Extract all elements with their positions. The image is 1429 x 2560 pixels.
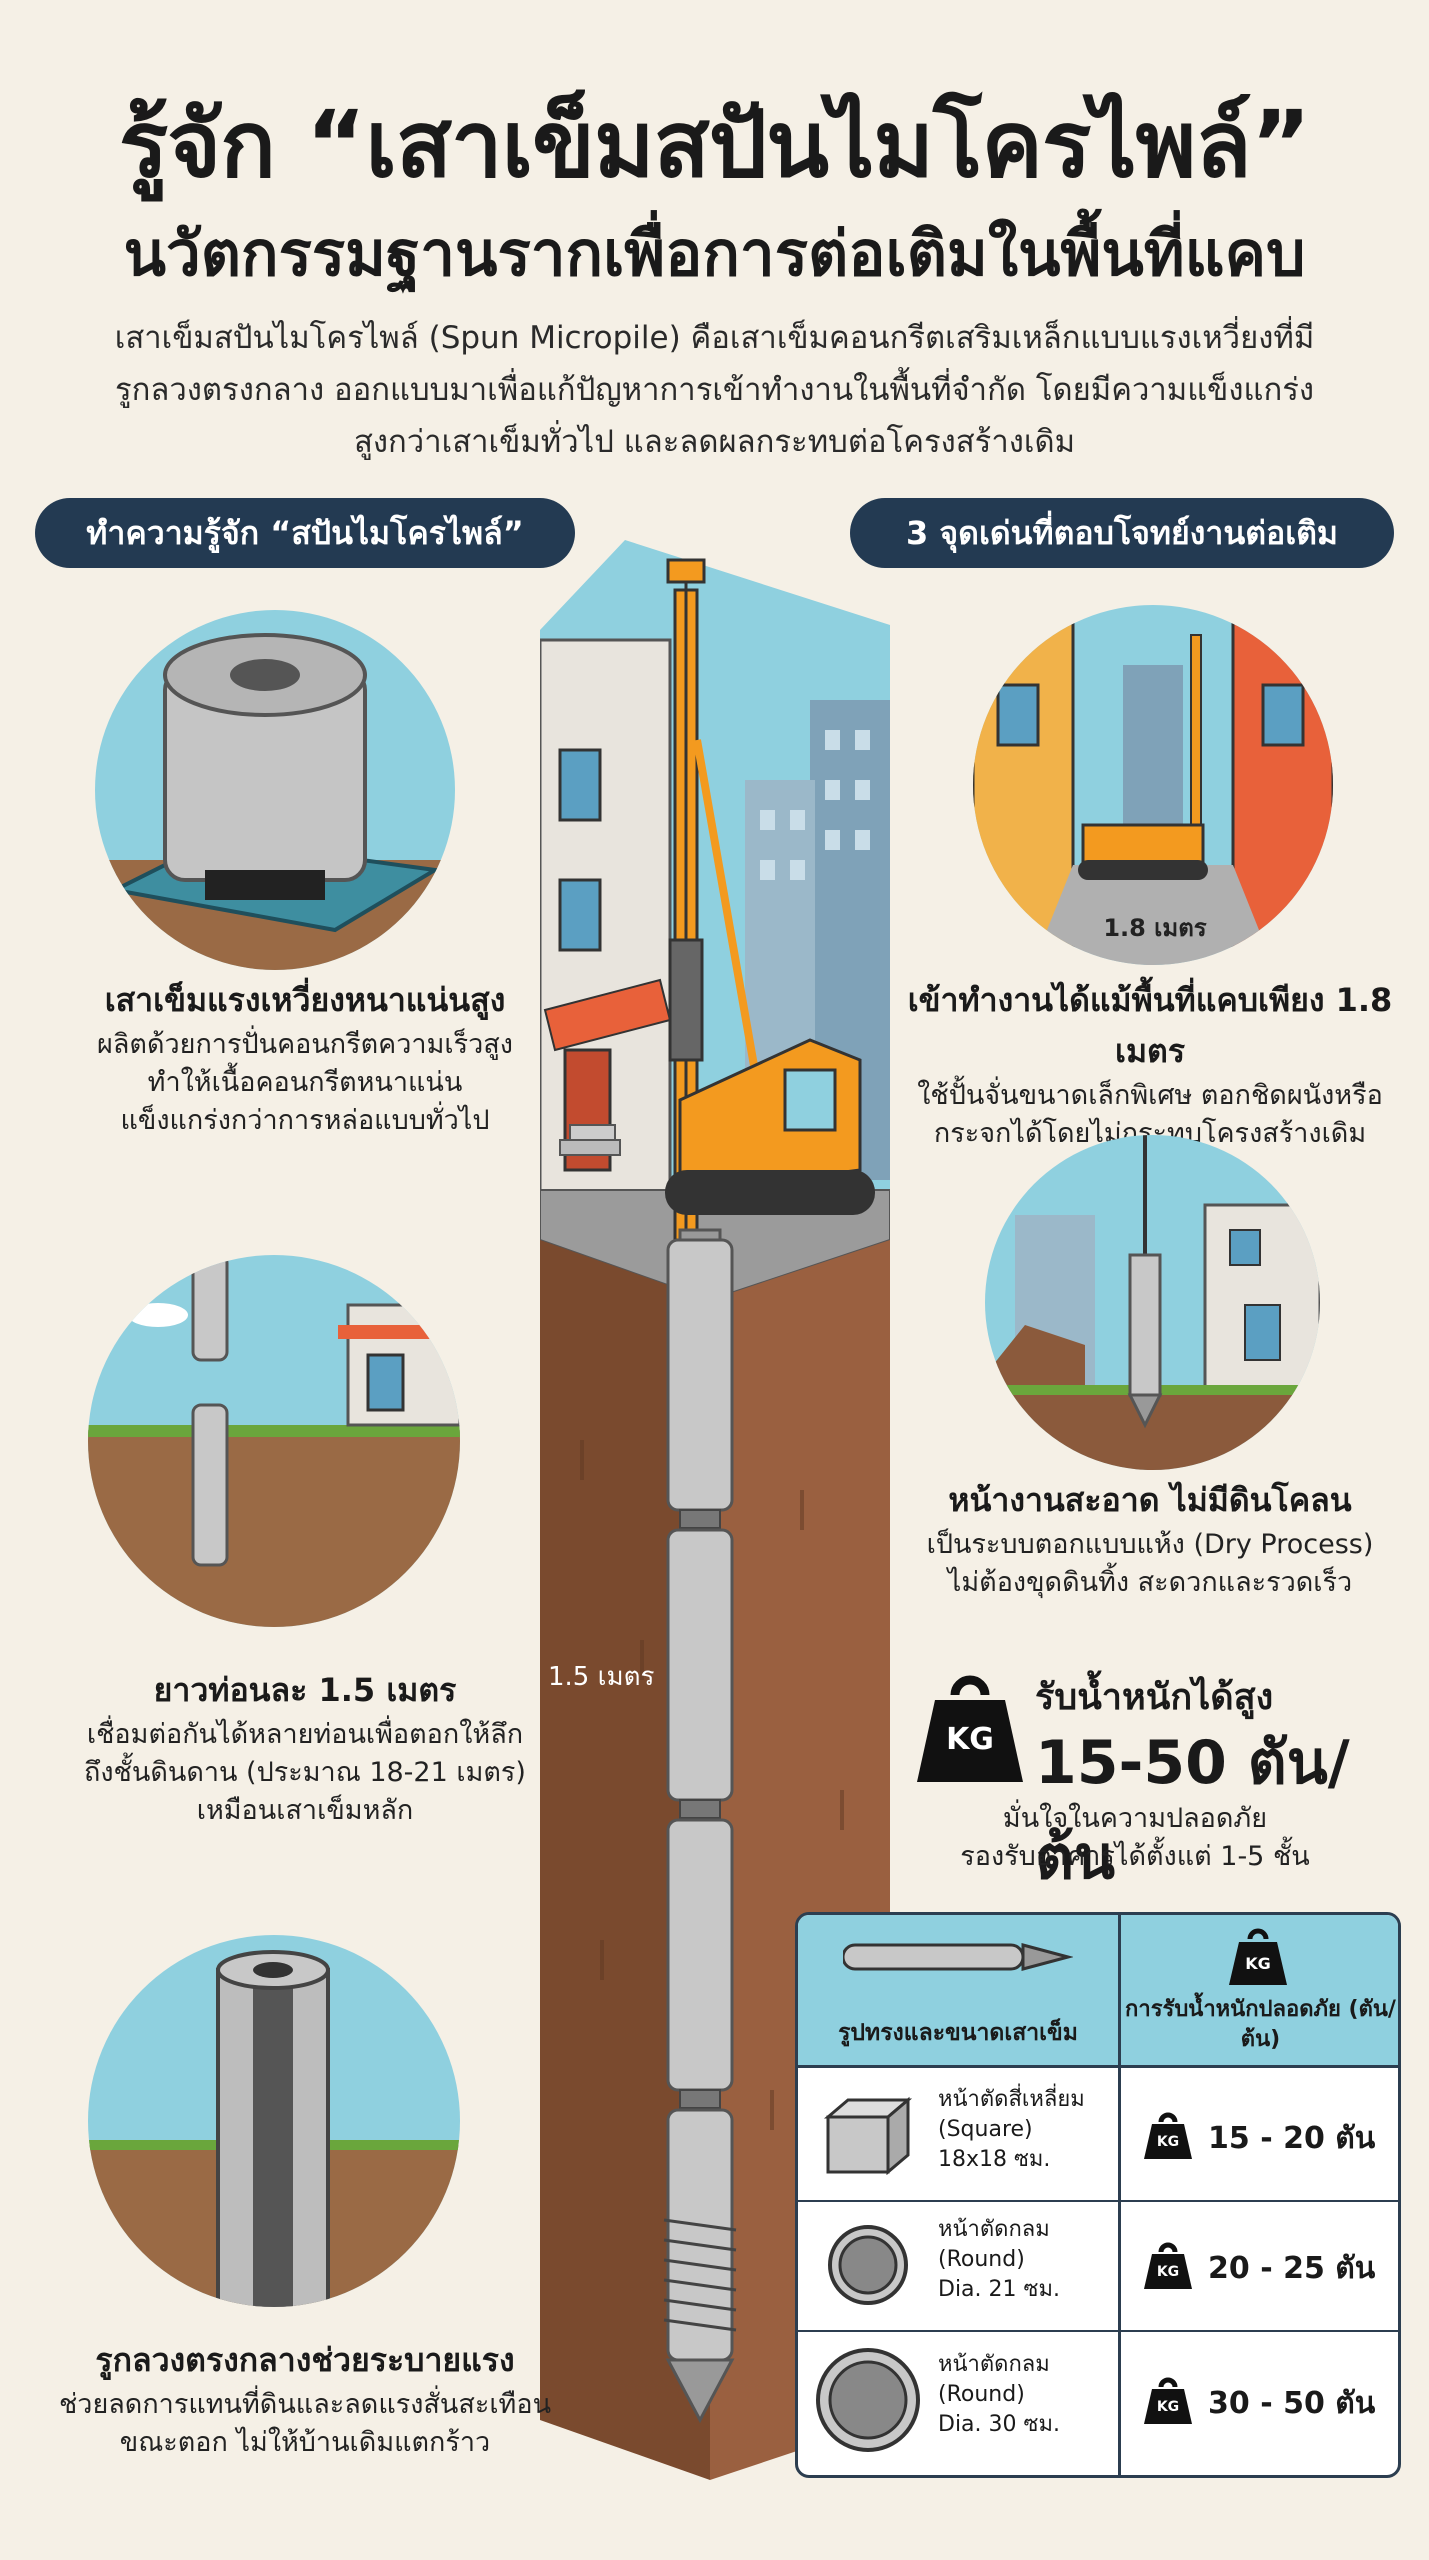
round-section-icon bbox=[816, 2348, 920, 2452]
pile-icon bbox=[843, 1943, 1073, 1971]
weight-icon: KG bbox=[1228, 1925, 1288, 1987]
feature-desc: ช่วยลดการแทนที่ดินและลดแรงสั่นสะเทือน bbox=[58, 2389, 552, 2420]
row-shape-size: Dia. 30 ซม. bbox=[938, 2412, 1060, 2437]
feature-desc: ขณะตอก ไม่ให้บ้านเดิมแตกร้าว bbox=[119, 2427, 491, 2458]
feature-desc: ไม่ต้องขุดดินทิ้ง สะดวกและรวดเร็ว bbox=[947, 1567, 1353, 1598]
segment-length-image bbox=[88, 1255, 460, 1627]
intro-line: เสาเข็มสปันไมโครไพล์ (Spun Micropile) คื… bbox=[114, 320, 1315, 356]
table-row: หน้าตัดสี่เหลี่ยม (Square) 18x18 ซม. bbox=[938, 2085, 1085, 2175]
feature-desc: รองรับอาคารได้ตั้งแต่ 1-5 ชั้น bbox=[960, 1841, 1310, 1872]
intro-paragraph: เสาเข็มสปันไมโครไพล์ (Spun Micropile) คื… bbox=[110, 312, 1319, 468]
row-shape-name: หน้าตัดสี่เหลี่ยม bbox=[938, 2087, 1085, 2112]
feature-segment-length: ยาวท่อนละ 1.5 เมตร เชื่อมต่อกันได้หลายท่… bbox=[35, 1665, 575, 1830]
feature-desc: ถึงชั้นดินดาน (ประมาณ 18-21 เมตร) bbox=[84, 1757, 526, 1788]
weight-icon-label: KG bbox=[946, 1722, 994, 1757]
center-illustration bbox=[540, 540, 890, 2480]
feature-desc: ใช้ปั้นจั่นขนาดเล็กพิเศษ ตอกชิดผนังหรือ bbox=[917, 1080, 1383, 1111]
spec-table: รูปทรงและขนาดเสาเข็ม KG การรับน้ำหนักปลอ… bbox=[795, 1912, 1401, 2478]
row-shape-name: หน้าตัดกลม bbox=[938, 2217, 1050, 2242]
weight-icon-label: KG bbox=[1156, 2264, 1180, 2280]
table-header bbox=[798, 1915, 1398, 2065]
feature-narrow-space: เข้าทำงานได้แม้พื้นที่แคบเพียง 1.8 เมตร … bbox=[870, 975, 1429, 1153]
feature-desc: แข็งแกร่งกว่าการหล่อแบบทั่วไป bbox=[120, 1105, 490, 1136]
high-load-value: 15-50 ตัน/ต้น bbox=[1035, 1728, 1350, 1893]
depth-label: 1.5 เมตร bbox=[548, 1662, 655, 1692]
narrow-space-image bbox=[973, 605, 1333, 965]
weight-icon: KG bbox=[1143, 2110, 1193, 2160]
feature-hollow-core: รูกลวงตรงกลางช่วยระบายแรง ช่วยลดการแทนที… bbox=[25, 2335, 585, 2462]
row-shape-name: หน้าตัดกลม bbox=[938, 2352, 1050, 2377]
round-section-icon bbox=[828, 2225, 908, 2305]
feature-title: ยาวท่อนละ 1.5 เมตร bbox=[153, 1671, 457, 1709]
row-load: 20 - 25 ตัน bbox=[1208, 2251, 1376, 2286]
weight-icon: KG bbox=[915, 1670, 1025, 1785]
table-header-shape: รูปทรงและขนาดเสาเข็ม bbox=[838, 2020, 1078, 2046]
pile-segments bbox=[665, 1238, 735, 2424]
feature-high-load: มั่นใจในความปลอดภัย รองรับอาคารได้ตั้งแต… bbox=[900, 1800, 1370, 1876]
feature-desc: ผลิตด้วยการปั่นคอนกรีตความเร็วสูง bbox=[97, 1029, 513, 1060]
feature-desc: เป็นระบบตอกแบบแห้ง (Dry Process) bbox=[926, 1529, 1374, 1560]
left-section-header: ทำความรู้จัก “สปันไมโครไพล์” bbox=[35, 498, 575, 568]
weight-icon-label: KG bbox=[1156, 2134, 1180, 2150]
table-header-load: การรับน้ำหนักปลอดภัย (ตัน/ต้น) bbox=[1125, 1997, 1396, 2052]
feature-clean-site: หน้างานสะอาด ไม่มีดินโคลน เป็นระบบตอกแบบ… bbox=[870, 1475, 1429, 1602]
narrow-width-label: 1.8 เมตร bbox=[1103, 914, 1207, 942]
feature-title: หน้างานสะอาด ไม่มีดินโคลน bbox=[948, 1481, 1352, 1519]
feature-desc: เหมือนเสาเข็มหลัก bbox=[196, 1795, 414, 1826]
feature-desc: มั่นใจในความปลอดภัย bbox=[1002, 1803, 1268, 1834]
row-load: 15 - 20 ตัน bbox=[1208, 2121, 1376, 2156]
high-load-title: รับน้ำหนักได้สูง bbox=[1035, 1677, 1274, 1718]
dense-pile-image bbox=[95, 610, 455, 970]
row-shape-size: 18x18 ซม. bbox=[938, 2147, 1051, 2172]
weight-icon-label: KG bbox=[1156, 2399, 1180, 2415]
feature-title: รูกลวงตรงกลางช่วยระบายแรง bbox=[95, 2341, 515, 2379]
hammer bbox=[668, 938, 704, 1062]
row-shape-size: Dia. 21 ซม. bbox=[938, 2277, 1060, 2302]
table-row: หน้าตัดกลม (Round) Dia. 21 ซม. bbox=[938, 2215, 1060, 2305]
clean-site-image bbox=[985, 1135, 1320, 1470]
intro-line: รูกลวงตรงกลาง ออกแบบมาเพื่อแก้ปัญหาการเข… bbox=[114, 372, 1315, 408]
weight-icon-label: KG bbox=[1245, 1954, 1271, 1973]
row-shape-type: (Round) bbox=[938, 2382, 1025, 2407]
row-shape-type: (Square) bbox=[938, 2117, 1033, 2142]
intro-line: สูงกว่าเสาเข็มทั่วไป และลดผลกระทบต่อโครง… bbox=[353, 424, 1076, 460]
weight-icon: KG bbox=[1143, 2375, 1193, 2425]
page-subtitle: นวัตกรรมฐานรากเพื่อการต่อเติมในพื้นที่แค… bbox=[123, 217, 1306, 290]
weight-icon: KG bbox=[1143, 2240, 1193, 2290]
row-shape-type: (Round) bbox=[938, 2247, 1025, 2272]
right-section-header: 3 จุดเด่นที่ตอบโจทย์งานต่อเติม bbox=[850, 498, 1394, 568]
page-title: รู้จัก “เสาเข็มสปันไมโครไพล์” bbox=[118, 91, 1311, 198]
feature-dense-pile: เสาเข็มแรงเหวี่ยงหนาแน่นสูง ผลิตด้วยการป… bbox=[35, 975, 575, 1140]
feature-desc: ทำให้เนื้อคอนกรีตหนาแน่น bbox=[147, 1067, 463, 1098]
row-load: 30 - 50 ตัน bbox=[1208, 2386, 1376, 2421]
feature-desc: เชื่อมต่อกันได้หลายท่อนเพื่อตอกให้ลึก bbox=[86, 1719, 524, 1750]
hollow-core-image bbox=[88, 1935, 460, 2307]
table-row: หน้าตัดกลม (Round) Dia. 30 ซม. bbox=[938, 2350, 1060, 2440]
square-section-icon bbox=[823, 2096, 913, 2175]
feature-title: เข้าทำงานได้แม้พื้นที่แคบเพียง 1.8 เมตร bbox=[907, 981, 1393, 1070]
feature-title: เสาเข็มแรงเหวี่ยงหนาแน่นสูง bbox=[104, 981, 506, 1019]
crane-track bbox=[665, 1170, 875, 1215]
